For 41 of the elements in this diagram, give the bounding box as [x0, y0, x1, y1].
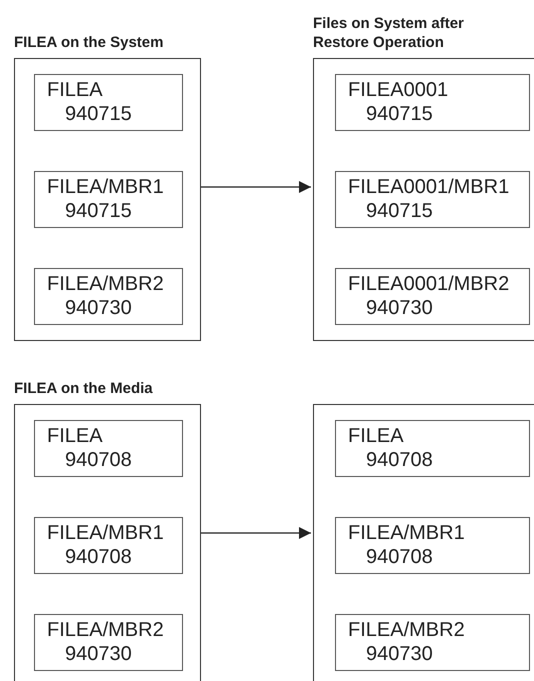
- file-box: [335, 517, 530, 574]
- file-date: 940715: [366, 199, 433, 223]
- file-box: [34, 171, 183, 228]
- file-box: [335, 268, 530, 325]
- file-name: FILEA/MBR2: [47, 272, 164, 296]
- file-box: [335, 74, 530, 131]
- file-box: [335, 420, 530, 477]
- arrow: [201, 181, 311, 193]
- arrow: [201, 527, 311, 539]
- file-name: FILEA: [348, 424, 404, 448]
- file-date: 940708: [366, 545, 433, 569]
- file-date: 940708: [65, 448, 132, 472]
- file-name: FILEA/MBR1: [348, 521, 465, 545]
- file-date: 940730: [65, 642, 132, 666]
- group-heading: FILEA on the Media: [14, 379, 154, 398]
- file-date: 940708: [65, 545, 132, 569]
- file-date: 940715: [65, 199, 132, 223]
- file-name: FILEA/MBR1: [47, 521, 164, 545]
- file-box: [34, 517, 183, 574]
- file-date: 940730: [366, 296, 433, 320]
- file-box: [34, 74, 183, 131]
- file-date: 940730: [65, 296, 132, 320]
- file-date: 940730: [366, 642, 433, 666]
- file-box: [335, 171, 530, 228]
- file-name: FILEA0001/MBR2: [348, 272, 510, 296]
- file-date: 940715: [65, 102, 132, 126]
- file-box: [34, 420, 183, 477]
- file-name: FILEA: [47, 78, 103, 102]
- file-name: FILEA/MBR2: [348, 618, 465, 642]
- file-name: FILEA: [47, 424, 103, 448]
- file-box: [34, 268, 183, 325]
- group-heading: FILEA on the System: [14, 33, 164, 52]
- file-name: FILEA/MBR1: [47, 175, 164, 199]
- group-heading: Files on System after Restore Operation: [313, 14, 465, 52]
- file-name: FILEA/MBR2: [47, 618, 164, 642]
- file-date: 940715: [366, 102, 433, 126]
- file-name: FILEA0001: [348, 78, 448, 102]
- file-box: [34, 614, 183, 671]
- file-name: FILEA0001/MBR1: [348, 175, 510, 199]
- file-box: [335, 614, 530, 671]
- file-date: 940708: [366, 448, 433, 472]
